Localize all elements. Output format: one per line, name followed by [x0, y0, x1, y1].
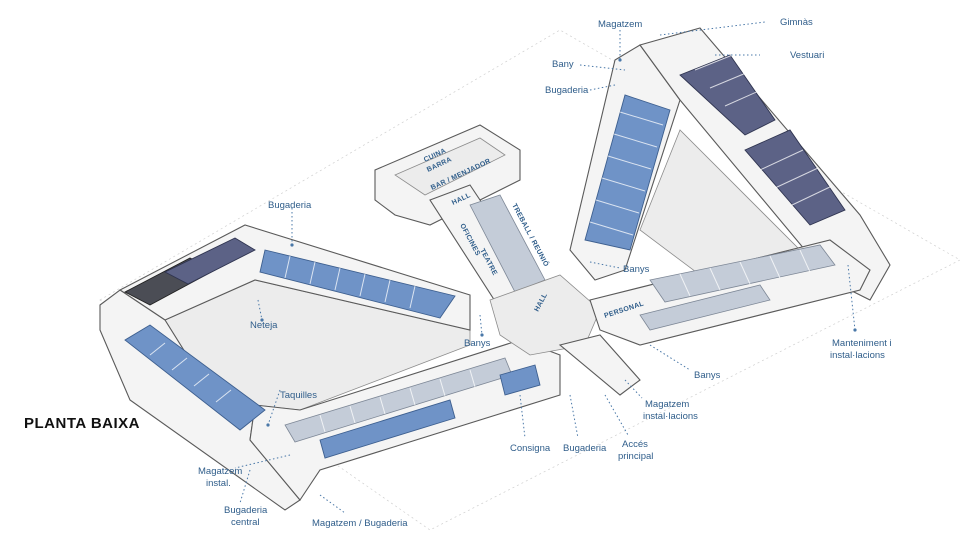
leader-lines: [234, 21, 856, 514]
label-magatzem-instal-1: Magatzem: [645, 399, 689, 410]
leader-dots: [260, 58, 857, 427]
ward-grey-right: [649, 244, 836, 303]
label-banys-right-upper: Banys: [623, 264, 650, 275]
cells-left: [149, 342, 232, 403]
label-magatzem-bugaderia: Magatzem / Bugaderia: [312, 518, 408, 529]
ward-dark-right-lower: [744, 129, 846, 226]
label-taquilles: Taquilles: [280, 390, 317, 401]
label-consigna: Consigna: [510, 443, 551, 454]
label-magatzem-instal-2: instal·lacions: [643, 411, 698, 422]
label-acces-2: principal: [618, 451, 653, 462]
label-gimnas: Gimnàs: [780, 17, 813, 28]
ward-blue-upper-left: [259, 249, 456, 319]
label-bany: Bany: [552, 59, 574, 70]
label-manteniment-1: Manteniment i: [832, 338, 892, 349]
cells-right-lower: [679, 249, 811, 297]
ward-dark-right-upper: [679, 54, 776, 136]
ward-blue-bottom: [319, 399, 456, 459]
label-acces-1: Accés: [622, 439, 648, 450]
ground-guide: [99, 29, 961, 531]
label-bugaderia-top: Bugaderia: [545, 85, 589, 96]
label-bugaderia-central-2: central: [231, 517, 260, 528]
label-magatzem-left-2: instal.: [206, 478, 231, 489]
cells-bottom: [319, 369, 476, 433]
label-manteniment-2: instal·lacions: [830, 350, 885, 361]
label-magatzem-left-1: Magatzem: [198, 466, 242, 477]
cells-upper-left: [284, 255, 416, 309]
label-bugaderia-bottom: Bugaderia: [563, 443, 607, 454]
kitchen-floor: [394, 137, 506, 196]
label-banys-right-lower: Banys: [694, 370, 721, 381]
entrance-block: [558, 334, 641, 396]
ward-blue-left: [124, 324, 266, 431]
ward-blue-diagonal: [584, 94, 671, 251]
label-banys-center: Banys: [464, 338, 491, 349]
ward-grey-right-2: [639, 284, 771, 331]
cells-right-outer: [694, 49, 833, 207]
label-neteja: Neteja: [250, 320, 278, 331]
ward-blue-consigna: [499, 364, 541, 396]
ward-dark-left: [163, 237, 256, 285]
label-magatzem-top: Magatzem: [598, 19, 642, 30]
cells-diagonal: [589, 111, 664, 236]
label-bugaderia-central-1: Bugaderia: [224, 505, 268, 516]
label-vestuari: Vestuari: [790, 50, 824, 61]
label-bugaderia-left: Bugaderia: [268, 200, 312, 211]
page-title: PLANTA BAIXA: [24, 415, 140, 432]
